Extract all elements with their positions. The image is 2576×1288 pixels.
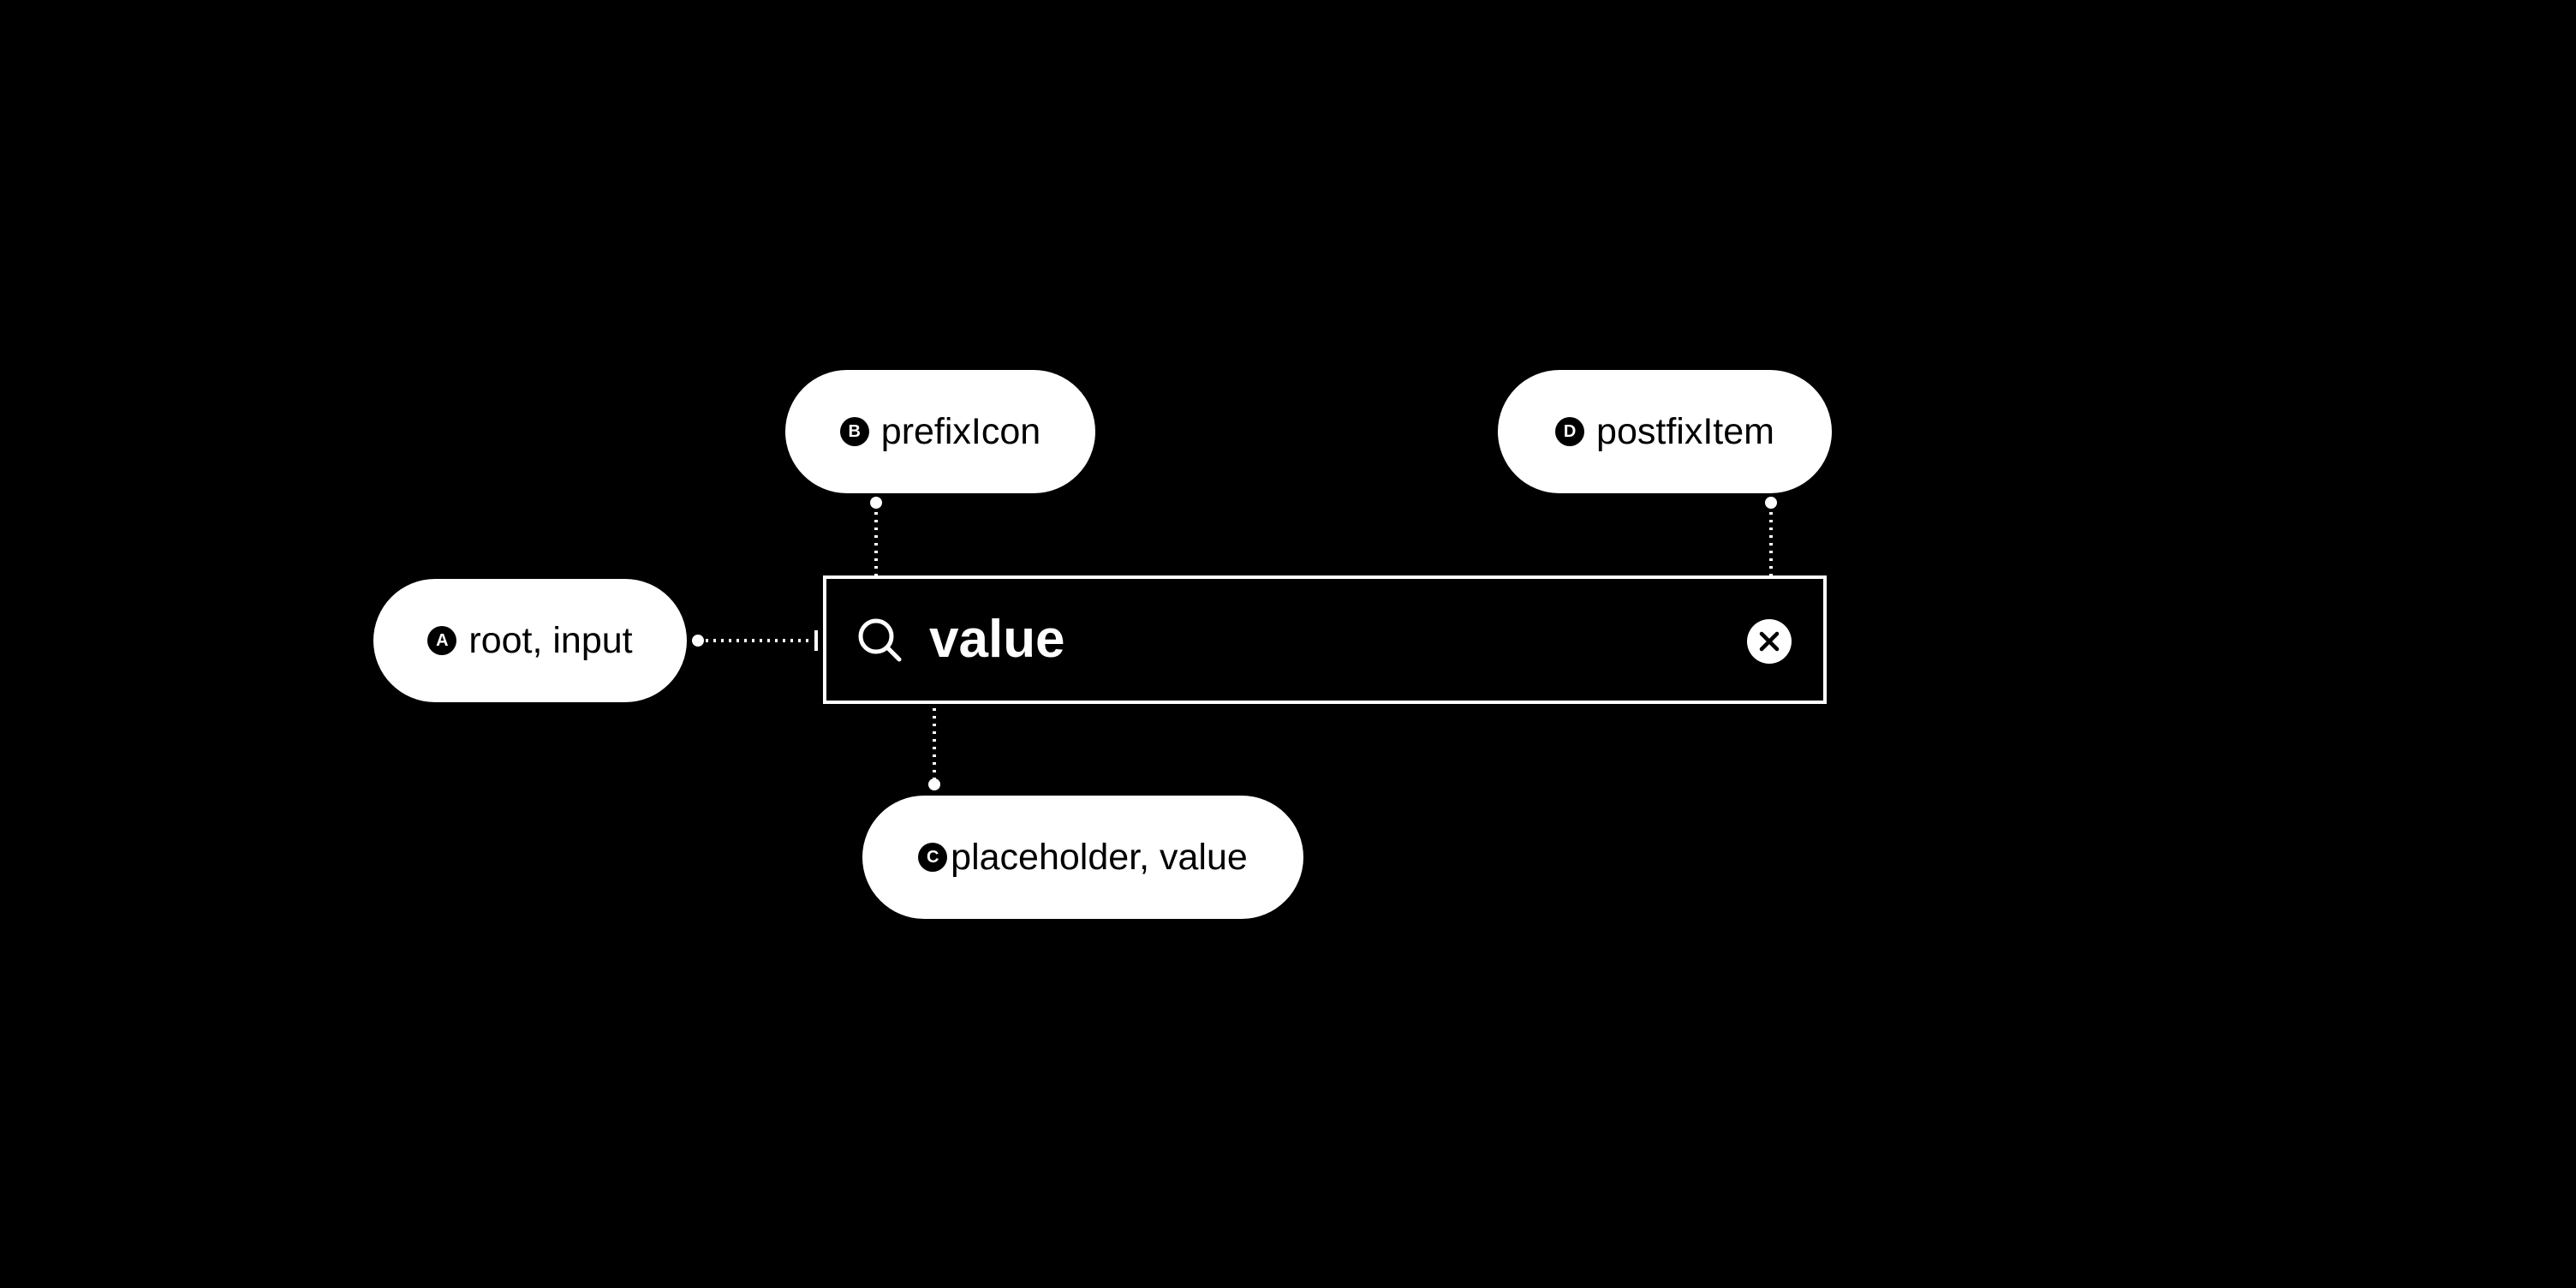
callout-badge-d: D bbox=[1555, 417, 1585, 446]
connector-c-dot bbox=[928, 778, 940, 790]
callout-root-input: A root, input bbox=[373, 579, 687, 702]
callout-placeholder-value: C placeholder, value bbox=[862, 796, 1303, 919]
close-circle-icon[interactable] bbox=[1746, 618, 1792, 665]
search-input[interactable]: value bbox=[823, 575, 1827, 704]
callout-postfix-item: D postfixItem bbox=[1498, 370, 1832, 493]
callout-label-c: placeholder, value bbox=[951, 836, 1248, 878]
callout-label-d: postfixItem bbox=[1596, 410, 1774, 452]
callout-badge-b: B bbox=[839, 417, 869, 446]
callout-label-b: prefixIcon bbox=[880, 410, 1041, 452]
search-icon bbox=[858, 618, 902, 662]
callout-label-a: root, input bbox=[468, 619, 633, 661]
connector-a-dot bbox=[692, 635, 704, 647]
connector-b-dot bbox=[870, 497, 882, 509]
callout-badge-c: C bbox=[918, 843, 948, 872]
callout-prefix-icon: B prefixIcon bbox=[785, 370, 1095, 493]
search-input-value[interactable]: value bbox=[929, 610, 1065, 669]
connector-d-dot bbox=[1765, 497, 1777, 509]
callout-badge-a: A bbox=[427, 626, 457, 655]
